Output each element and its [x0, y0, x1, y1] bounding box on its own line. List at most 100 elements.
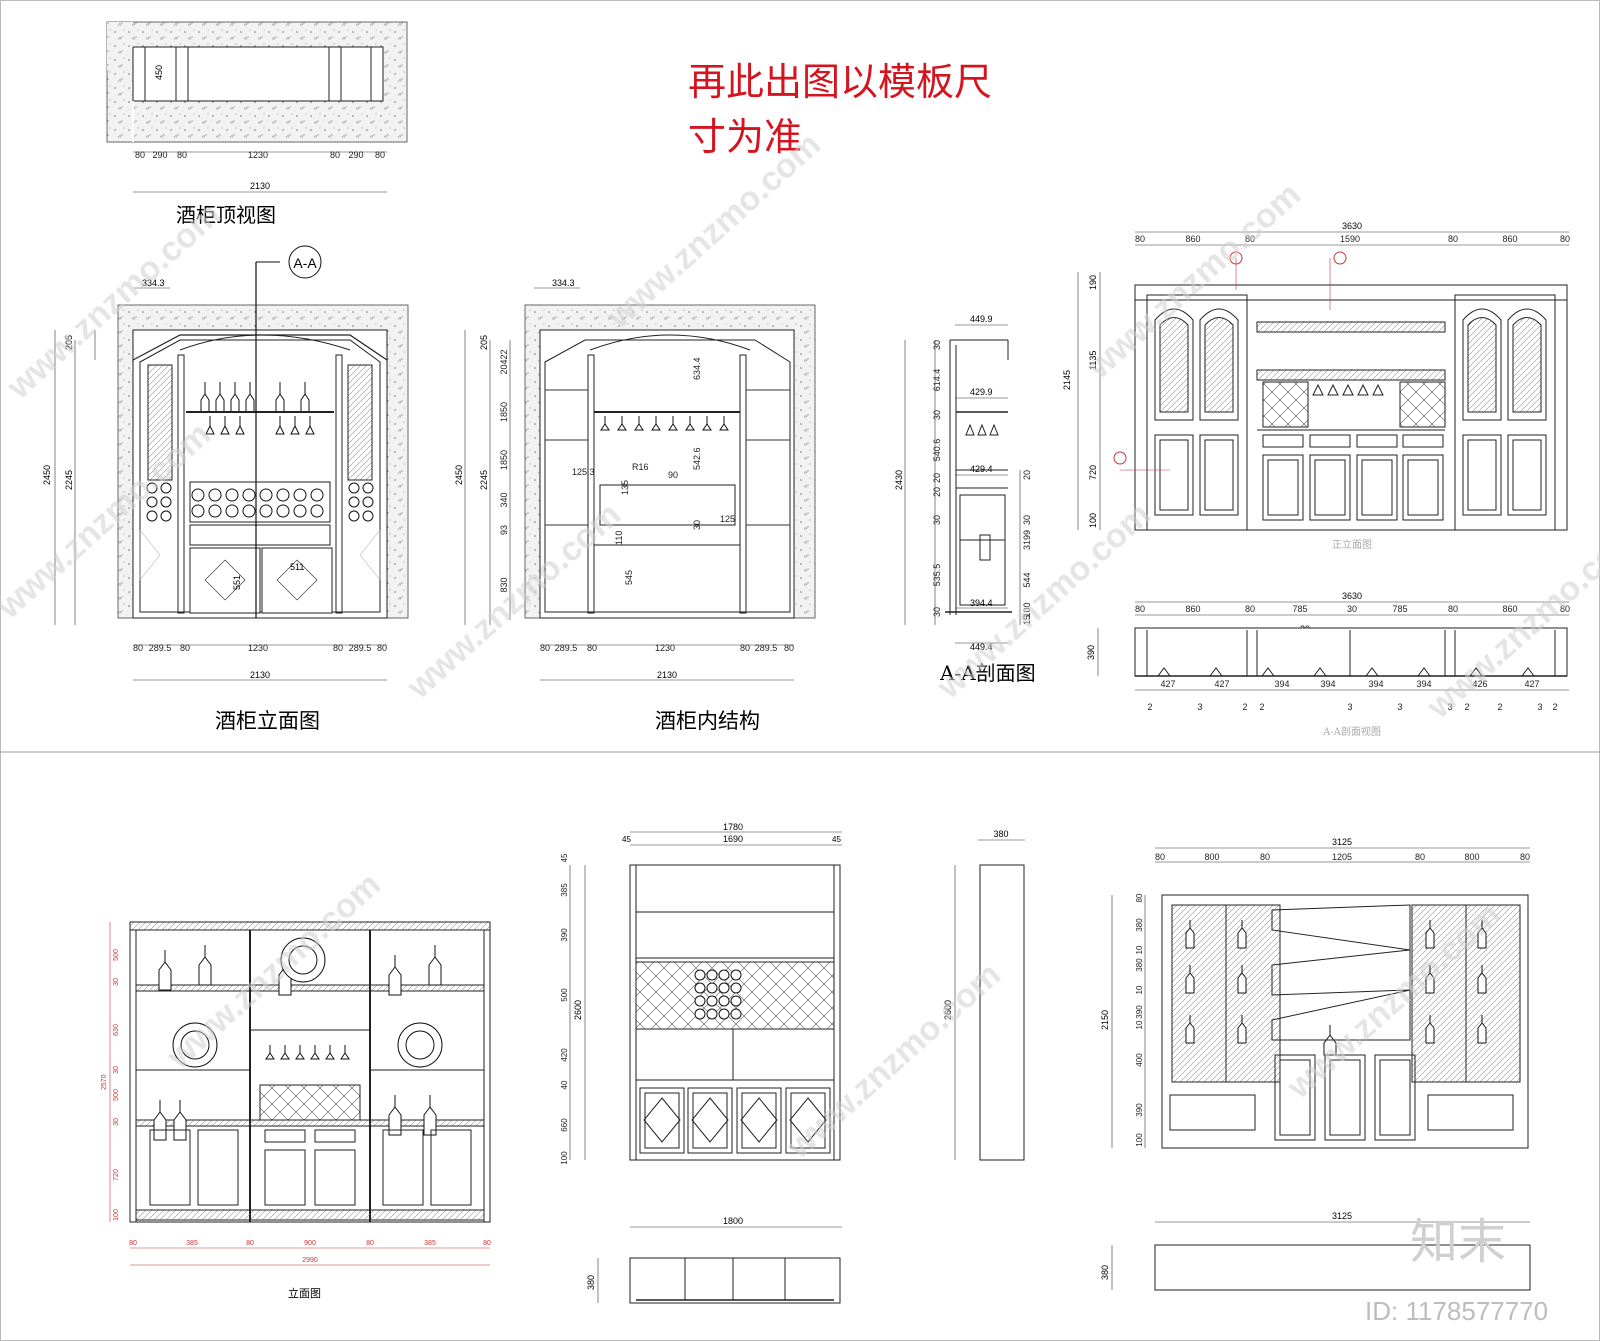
wine-slot-icon	[160, 482, 172, 494]
e4-plan-width: 3125	[1332, 1211, 1352, 1221]
cabinet-door	[785, 1087, 831, 1154]
wine-slot-icon	[694, 1008, 706, 1020]
lower-door-panel	[1204, 439, 1234, 511]
plan-bottom-4: 394	[1368, 679, 1383, 689]
plan-top-dim-3: 785	[1292, 604, 1307, 614]
lower-door-panel	[1512, 439, 1542, 511]
elev-height-2450: 2450	[42, 465, 52, 485]
cabinet-door	[687, 1087, 733, 1154]
decanter-inner	[405, 1030, 435, 1060]
front-height-720: 720	[1088, 465, 1098, 480]
glass-door	[1154, 308, 1194, 421]
wine-slot-icon	[160, 510, 172, 522]
inner-total: 2130	[657, 670, 677, 680]
bottle-icon	[1477, 965, 1487, 994]
sec-left-3: 540.6	[932, 439, 942, 462]
aa-section: 449.9 429.9 429.4 394.4 449.4 2430 30614…	[894, 314, 1036, 685]
drawer	[1169, 1094, 1256, 1131]
wine-slot-icon	[694, 969, 706, 981]
inner-dim-3: 1230	[655, 643, 675, 653]
cabinet-door-panel	[1279, 1059, 1311, 1136]
top-view-depth: 450	[154, 65, 164, 80]
door-diamond	[691, 1097, 729, 1143]
drawer	[264, 1129, 306, 1143]
decanter-inner	[288, 945, 318, 975]
e4-height: 2150	[1100, 1010, 1110, 1030]
sec-left-8: 30	[932, 607, 942, 617]
hinge-icon	[1209, 667, 1223, 677]
glass-icon	[280, 1045, 290, 1060]
inner-label-5: 545	[624, 570, 634, 585]
bottle-icon	[388, 955, 402, 996]
sec-right-1: 30	[1022, 515, 1032, 525]
hinge-icon	[1521, 667, 1535, 677]
door-diamond	[643, 1097, 681, 1143]
front-top-dim-0: 80	[1135, 234, 1145, 244]
plan-total: 3630	[1342, 591, 1362, 601]
inner-left-2: 1850	[499, 450, 509, 470]
lower-door	[1262, 454, 1304, 521]
elev-label-551: 551	[232, 575, 242, 590]
plan-caption: A-A剖面视图	[1322, 725, 1381, 738]
wine-slot-icon	[259, 504, 273, 518]
elev-height-2245: 2245	[64, 470, 74, 490]
elev-dim-0: 80	[133, 643, 143, 653]
tv-dim-2: 80	[177, 150, 187, 160]
plan-top-dim-1: 860	[1185, 604, 1200, 614]
lower-door-panel	[1314, 459, 1346, 516]
elev-total: 2130	[250, 670, 270, 680]
front-top-total: 3630	[1342, 221, 1362, 231]
brand-logo: 知末 ID: 1178577770	[1365, 1214, 1548, 1326]
e4-left-5: 390	[1135, 1005, 1144, 1019]
tv-dim-1: 290	[152, 150, 167, 160]
bottle-icon	[1425, 965, 1435, 994]
wine-slot-icon	[310, 488, 324, 502]
sec-right-0: 20	[1022, 470, 1032, 480]
inner-dim-4: 80	[740, 643, 750, 653]
front-height-total: 2145	[1062, 370, 1072, 390]
wine-slot-icon	[293, 488, 307, 502]
front-caption: 正立面图	[1332, 538, 1372, 551]
drawer	[1309, 434, 1351, 448]
elev-top-dim: 334.3	[142, 278, 165, 288]
sec-left-4: 20	[932, 473, 942, 483]
front-top-dim-1: 860	[1185, 234, 1200, 244]
wine-slot-icon	[730, 995, 742, 1007]
wine-slot-icon	[276, 504, 290, 518]
cabinet-door	[1374, 1054, 1416, 1141]
glass-door	[1507, 308, 1547, 421]
wine-slot-icon	[146, 510, 158, 522]
glass-icon	[265, 1045, 275, 1060]
e2-left-5: 30	[113, 1118, 120, 1126]
sec-right-3: 544	[1022, 572, 1032, 587]
front-height-100: 100	[1088, 513, 1098, 528]
e4-left-6: 10	[1135, 1020, 1144, 1029]
plan-top-dim-5: 785	[1392, 604, 1407, 614]
glass-icon	[310, 1045, 320, 1060]
side3-width: 380	[993, 829, 1008, 839]
bottle-icon	[1425, 1015, 1435, 1044]
cabinet-door	[382, 1129, 424, 1206]
elev-dim-5: 289.5	[349, 643, 372, 653]
e2-title: 立面图	[288, 1286, 321, 1300]
e3-left-4: 420	[560, 1048, 569, 1062]
inner-left-1: 1850	[499, 402, 509, 422]
wine-slot-icon	[348, 510, 360, 522]
lower-door-panel	[1407, 459, 1439, 516]
plan-bottom-5: 394	[1416, 679, 1431, 689]
glass-icon	[340, 1045, 350, 1060]
e4-plan-depth: 380	[1100, 1265, 1110, 1280]
lower-door	[1356, 454, 1398, 521]
e4-top-dim-4: 80	[1415, 852, 1425, 862]
wine-slot-icon	[730, 1008, 742, 1020]
e4-left-1: 380	[1135, 918, 1144, 932]
e2-total: 2990	[302, 1257, 318, 1264]
inner-label-6: 30	[692, 520, 702, 530]
inner-dim-5: 289.5	[755, 643, 778, 653]
bottle-icon	[1185, 920, 1195, 949]
lower-door	[1402, 454, 1444, 521]
inner-label-7: 125	[720, 514, 735, 524]
lower-door-panel	[1267, 459, 1299, 516]
